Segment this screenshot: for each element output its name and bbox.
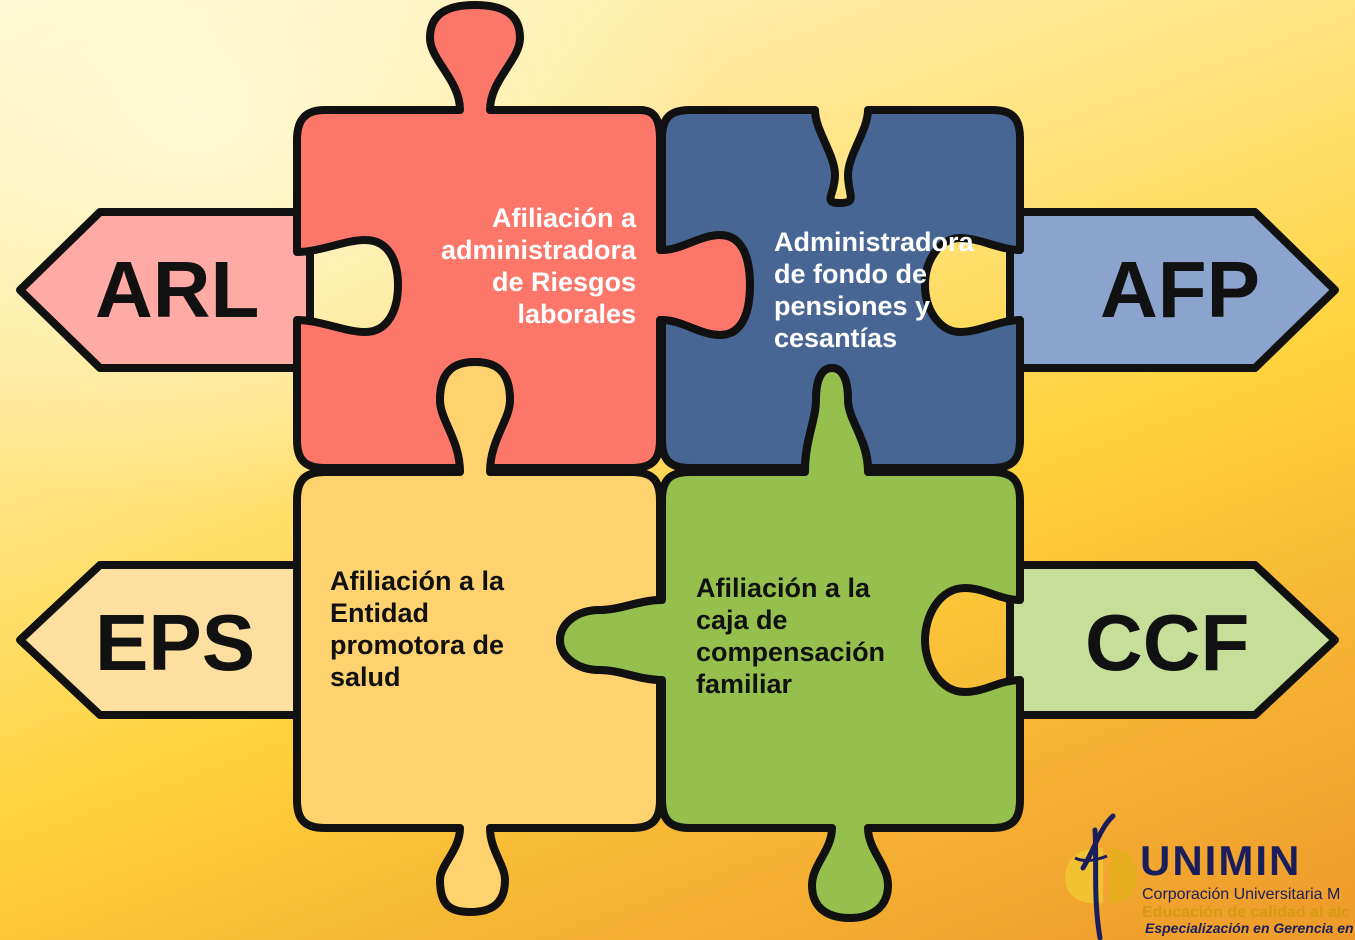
- ccf-line-2: caja de: [696, 605, 788, 635]
- arl-line-2: administradora: [440, 235, 636, 265]
- logo-subtitle: Corporación Universitaria M: [1142, 886, 1341, 903]
- ccf-line-3: compensación: [696, 637, 886, 667]
- ccf-puzzle-piece: [556, 364, 1024, 922]
- arl-line-3: de Riesgos: [491, 267, 636, 297]
- eps-line-1: Afiliación a la: [330, 566, 505, 596]
- arl-piece-label: Afiliación a administradora de Riesgos l…: [400, 202, 636, 330]
- afp-line-2: de fondo de: [774, 259, 927, 289]
- afp-arrow-banner: [1006, 208, 1339, 372]
- arl-arrow-banner: [16, 208, 314, 372]
- ccf-piece-label: Afiliación a la caja de compensación fam…: [696, 572, 926, 700]
- eps-line-2: Entidad: [330, 598, 429, 628]
- afp-piece-label: Administradora de fondo de pensiones y c…: [774, 226, 1014, 354]
- logo-name: UNIMIN: [1140, 837, 1302, 884]
- eps-line-4: salud: [330, 662, 401, 692]
- footer-program-text: Especialización en Gerencia en Rie: [1145, 920, 1355, 936]
- arl-arrow-label: ARL: [95, 245, 260, 334]
- arl-puzzle-piece: [293, 1, 754, 472]
- eps-piece-label: Afiliación a la Entidad promotora de sal…: [330, 565, 560, 693]
- ccf-line-4: familiar: [696, 669, 793, 699]
- logo-emblem-icon: [1065, 813, 1137, 940]
- logo-tagline: Educación de calidad al alc: [1142, 904, 1351, 921]
- ccf-arrow-label: CCF: [1085, 598, 1250, 687]
- eps-arrow-label: EPS: [95, 598, 256, 687]
- afp-arrow-label: AFP: [1100, 245, 1260, 334]
- ccf-arrow-banner: [1006, 561, 1339, 719]
- afp-line-4: cesantías: [774, 323, 898, 353]
- afp-line-1: Administradora: [774, 227, 974, 257]
- university-logo: UNIMIN Corporación Universitaria M Educa…: [1055, 808, 1355, 940]
- eps-line-3: promotora de: [330, 630, 505, 660]
- arl-line-1: Afiliación a: [491, 203, 636, 233]
- ccf-line-1: Afiliación a la: [696, 573, 871, 603]
- arl-line-4: laborales: [517, 299, 636, 329]
- afp-line-3: pensiones y: [774, 291, 931, 321]
